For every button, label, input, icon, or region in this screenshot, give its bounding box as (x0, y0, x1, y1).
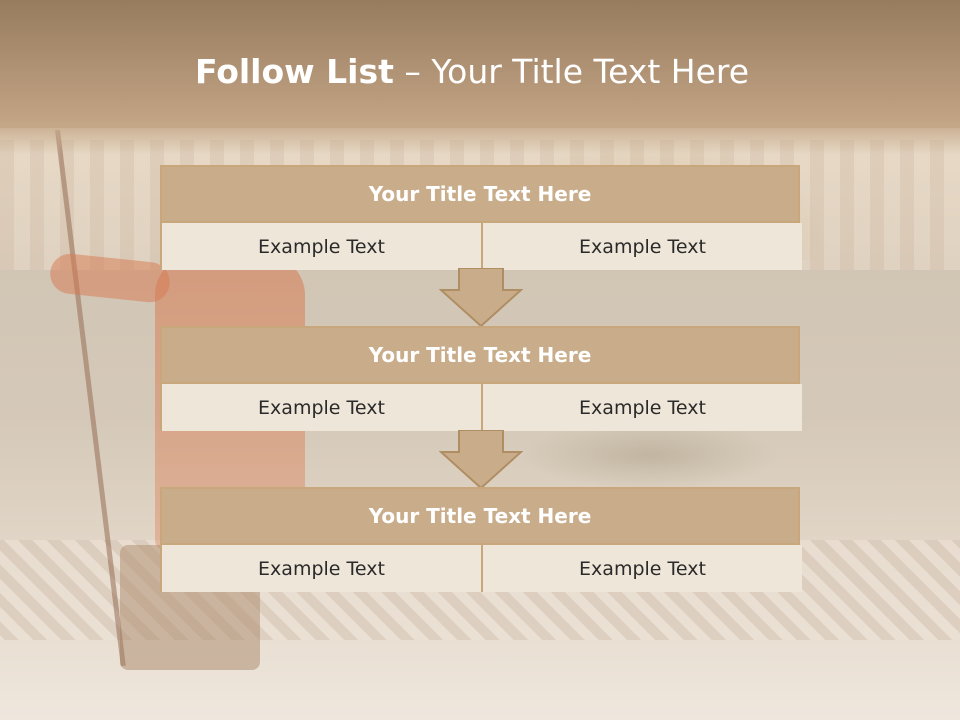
slide-title-bold: Follow List (194, 52, 394, 91)
list-block-left-text[interactable]: Example Text (162, 384, 483, 431)
down-arrow-icon (439, 268, 523, 328)
slide-title-rest: – Your Title Text Here (393, 52, 750, 91)
title-band-fade (0, 124, 960, 154)
list-block-title[interactable]: Your Title Text Here (162, 167, 798, 223)
list-block-title[interactable]: Your Title Text Here (162, 328, 798, 384)
background-reflection (520, 420, 780, 490)
slide-title[interactable]: Follow List – Your Title Text Here (0, 52, 944, 91)
down-arrow-icon (439, 430, 523, 490)
list-block-right-text[interactable]: Example Text (483, 545, 802, 592)
list-block-3[interactable]: Your Title Text Here Example Text Exampl… (160, 487, 802, 592)
title-band (0, 0, 960, 128)
list-block-left-text[interactable]: Example Text (162, 545, 483, 592)
list-block-left-text[interactable]: Example Text (162, 223, 483, 270)
list-block-right-text[interactable]: Example Text (483, 223, 802, 270)
list-block-2[interactable]: Your Title Text Here Example Text Exampl… (160, 326, 802, 431)
list-block-right-text[interactable]: Example Text (483, 384, 802, 431)
list-block-1[interactable]: Your Title Text Here Example Text Exampl… (160, 165, 802, 270)
list-block-title[interactable]: Your Title Text Here (162, 489, 798, 545)
